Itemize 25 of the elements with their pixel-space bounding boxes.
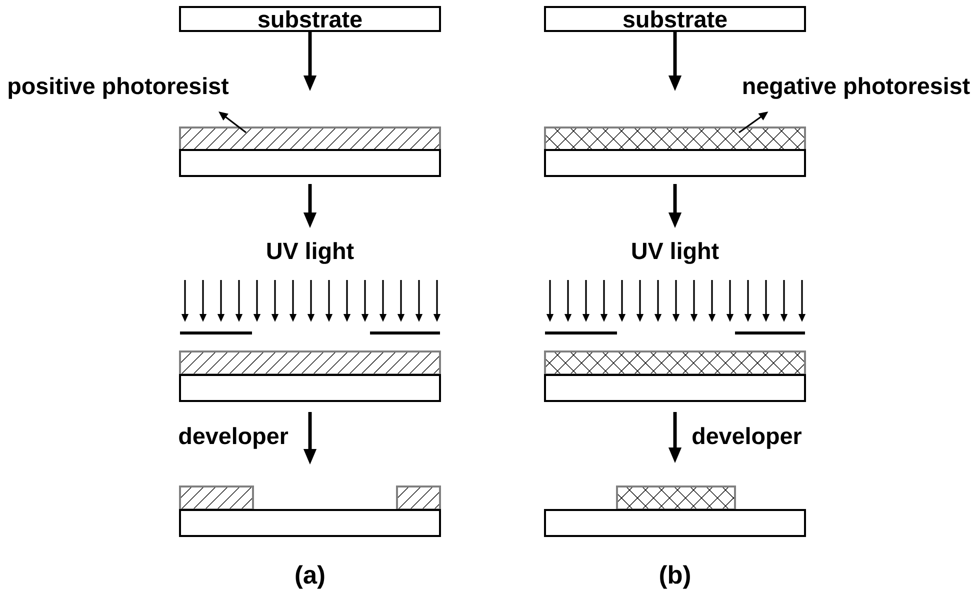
photoresist-layer	[544, 350, 806, 376]
photoresist-block	[616, 486, 736, 510]
process-box: substrate	[544, 6, 806, 32]
process-label: UV light	[632, 242, 719, 264]
layer-label: positive photoresist	[8, 77, 229, 99]
photoresist-block	[179, 486, 254, 510]
substrate-bar	[179, 149, 441, 177]
photomask-bar	[180, 332, 252, 334]
process-box: substrate	[179, 6, 441, 32]
panel-label: (b)	[660, 565, 690, 589]
process-label: UV light	[267, 242, 354, 264]
layer-label: negative photoresist	[743, 77, 970, 99]
substrate-bar	[179, 374, 441, 402]
panel-label: (a)	[296, 565, 324, 589]
edge-label: developer	[690, 426, 804, 450]
substrate-bar	[544, 149, 806, 177]
substrate-bar	[179, 509, 441, 537]
photoresist-layer	[179, 350, 441, 376]
photomask-bar	[370, 332, 440, 334]
photoresist-block	[396, 486, 441, 510]
photomask-bar	[545, 332, 617, 334]
substrate-bar	[544, 374, 806, 402]
substrate-bar	[544, 509, 806, 537]
edge-label: developer	[176, 426, 290, 450]
photomask-bar	[735, 332, 805, 334]
